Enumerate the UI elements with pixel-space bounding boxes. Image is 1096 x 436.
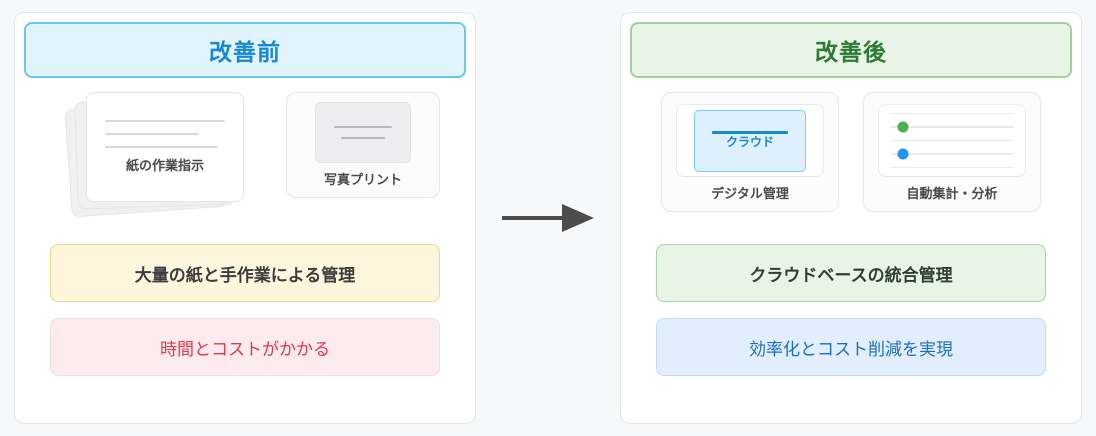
- cloud-icon: クラウド: [694, 109, 806, 172]
- before-panel-title: 改善前: [209, 39, 281, 65]
- statement-time-cost-text: 時間とコストがかかる: [160, 339, 330, 359]
- paper-stack-icon: 紙の作業指示: [64, 92, 244, 218]
- statement-cloud-integrated: クラウドベースの統合管理: [656, 244, 1046, 302]
- before-statements: 大量の紙と手作業による管理 時間とコストがかかる: [34, 228, 456, 409]
- auto-analytics-card: 自動集計・分析: [863, 92, 1041, 212]
- before-panel-header: 改善前: [24, 22, 466, 78]
- auto-analytics-screen-icon: [878, 104, 1026, 177]
- digital-management-caption: デジタル管理: [711, 186, 789, 201]
- paper-stack-card: 紙の作業指示: [64, 92, 244, 218]
- photo-print-caption: 写真プリント: [323, 172, 402, 187]
- after-statements: クラウドベースの統合管理 効率化とコスト削減を実現: [640, 228, 1062, 409]
- after-panel: 改善後 クラウド デジタル管理: [620, 12, 1082, 424]
- arrow-right-icon: [502, 203, 594, 233]
- before-panel-body: 紙の作業指示 写真プリント 大量の紙と手作業による管理: [24, 78, 466, 409]
- auto-analytics-caption: 自動集計・分析: [906, 186, 998, 201]
- after-panel-title: 改善後: [815, 39, 887, 65]
- after-icon-row: クラウド デジタル管理: [640, 78, 1062, 228]
- statement-paper-manual: 大量の紙と手作業による管理: [50, 244, 440, 302]
- statement-paper-manual-text: 大量の紙と手作業による管理: [134, 265, 356, 285]
- statement-cloud-integrated-text: クラウドベースの統合管理: [749, 265, 953, 285]
- before-panel: 改善前 紙の作業指示: [14, 12, 476, 424]
- photo-print-card: 写真プリント: [286, 92, 440, 198]
- paper-text-lines-icon: [87, 120, 243, 148]
- photo-print-icon: [315, 102, 411, 163]
- analytics-chart-icon: [891, 109, 1013, 173]
- paper-sheet-front-icon: 紙の作業指示: [86, 92, 244, 202]
- digital-management-screen-icon: クラウド: [676, 104, 824, 177]
- statement-efficiency-cost: 効率化とコスト削減を実現: [656, 318, 1046, 376]
- statement-efficiency-cost-text: 効率化とコスト削減を実現: [749, 339, 953, 359]
- cloud-label: クラウド: [725, 135, 774, 150]
- transition-arrow-container: [485, 12, 611, 424]
- green-dot-icon: [897, 121, 909, 133]
- before-icon-row: 紙の作業指示 写真プリント: [34, 78, 456, 228]
- statement-time-cost: 時間とコストがかかる: [50, 318, 440, 376]
- after-panel-body: クラウド デジタル管理: [630, 78, 1072, 409]
- after-panel-header: 改善後: [630, 22, 1072, 78]
- paper-stack-caption: 紙の作業指示: [125, 158, 204, 173]
- blue-dot-icon: [897, 148, 909, 160]
- digital-management-card: クラウド デジタル管理: [661, 92, 839, 212]
